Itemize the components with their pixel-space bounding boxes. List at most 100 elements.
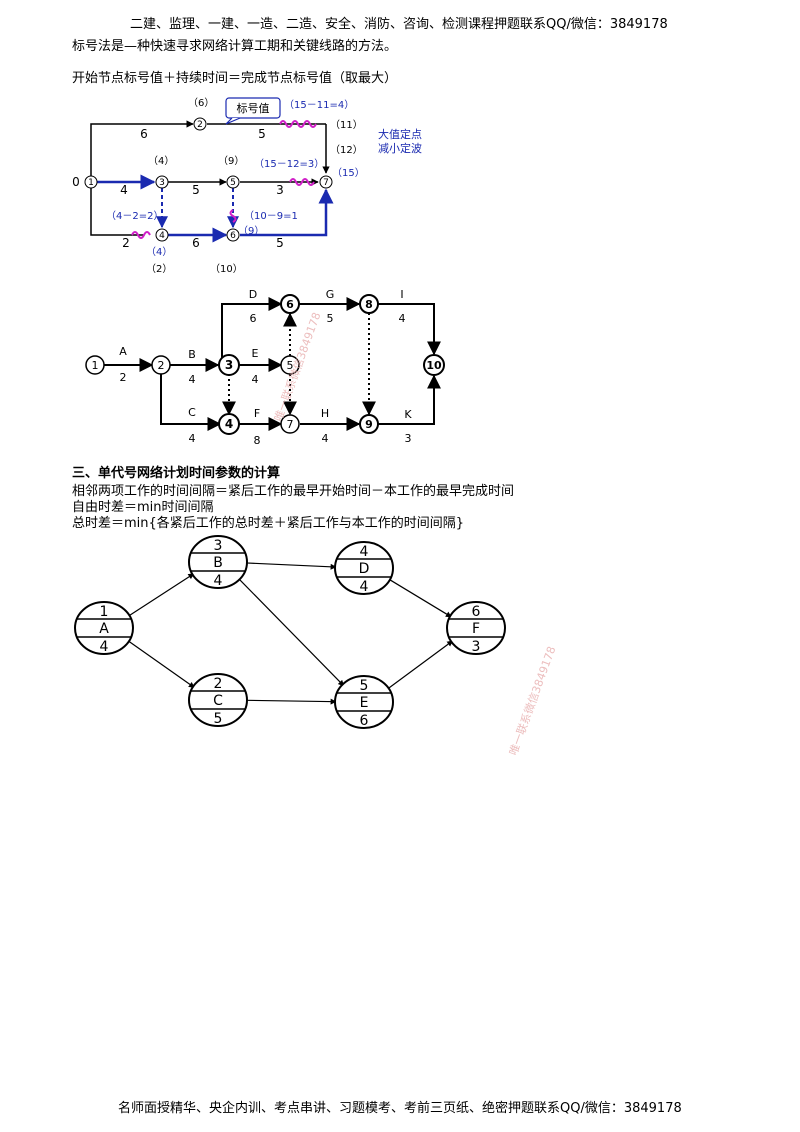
d2-act-a: A bbox=[119, 345, 127, 358]
page-header: 二建、监理、一建、一造、二造、安全、消防、咨询、检测课程押题联系QQ/微信：38… bbox=[130, 17, 668, 32]
double-code-network-diagram: 1 2 3 4 5 6 7 8 9 10 A 2 B 4 C 4 D 6 E 4… bbox=[85, 288, 445, 447]
d2-act-h: H bbox=[321, 407, 329, 420]
d1-label-n4a: （4） bbox=[146, 246, 172, 258]
d1-dur-67: 5 bbox=[276, 236, 284, 250]
d1-note-1: 大值定点 bbox=[378, 127, 422, 141]
d1-label-n6b: （9） bbox=[238, 225, 264, 237]
d1-dur-13: 4 bbox=[120, 183, 128, 197]
d2-dur-f: 8 bbox=[254, 434, 261, 447]
d1-label-n2: （6） bbox=[188, 97, 214, 109]
d1-calc-27: （15－11=4） bbox=[284, 99, 354, 111]
d2-act-d: D bbox=[249, 288, 257, 301]
d2-dur-i: 4 bbox=[399, 312, 406, 325]
d1-dur-14: 2 bbox=[122, 236, 130, 250]
d1-start-value: 0 bbox=[72, 175, 80, 189]
d1-calc-34: （4－2=2） bbox=[106, 210, 163, 222]
d2-node-10: 10 bbox=[426, 359, 442, 372]
d3-node-id: 4 bbox=[360, 544, 369, 560]
d3-node: 6F 3 bbox=[446, 601, 506, 655]
page-footer: 名师面授精华、央企内训、考点串讲、习题模考、考前三页纸、绝密押题联系QQ/微信：… bbox=[118, 1101, 682, 1116]
d1-label-11: （11） bbox=[330, 119, 363, 131]
d3-edge bbox=[127, 640, 195, 688]
d1-dur-27: 5 bbox=[258, 127, 266, 141]
d3-edge bbox=[237, 577, 345, 687]
section3-line2: 自由时差＝min时间间隔 bbox=[72, 500, 214, 515]
d1-label-n5: （9） bbox=[218, 155, 244, 167]
d2-node-4: 4 bbox=[225, 417, 233, 431]
d2-dur-c: 4 bbox=[189, 432, 196, 445]
d1-calc-56: （10－9=1 bbox=[244, 210, 298, 222]
d3-node: 1A 4 bbox=[74, 601, 134, 655]
d3-node-name: A bbox=[99, 621, 109, 637]
d1-label-12: （12） bbox=[330, 144, 363, 156]
d3-node-duration: 4 bbox=[214, 573, 223, 589]
d3-edge bbox=[127, 573, 195, 617]
d2-act-i: I bbox=[400, 288, 403, 301]
d2-dur-a: 2 bbox=[120, 371, 127, 384]
d1-note-2: 减小定波 bbox=[378, 141, 422, 155]
d3-node-name: C bbox=[213, 693, 223, 709]
d1-label-n4b: （2） bbox=[146, 263, 172, 275]
d3-node-name: B bbox=[213, 555, 223, 571]
d3-edge bbox=[245, 562, 337, 570]
d1-dur-12: 6 bbox=[140, 127, 148, 141]
d2-act-b: B bbox=[188, 348, 196, 361]
d1-node-1: 1 bbox=[88, 178, 94, 188]
d3-edge bbox=[387, 640, 454, 690]
d2-dur-d: 6 bbox=[250, 312, 257, 325]
section3-line1: 相邻两项工作的时间间隔＝紧后工作的最早开始时间－本工作的最早完成时间 bbox=[72, 484, 515, 499]
d1-dur-57: 3 bbox=[276, 183, 284, 197]
d1-node-7: 7 bbox=[323, 178, 329, 188]
d3-node-duration: 4 bbox=[100, 639, 109, 655]
d3-node-id: 1 bbox=[100, 604, 109, 620]
d3-node-duration: 3 bbox=[472, 639, 481, 655]
labeling-method-diagram: 1 2 3 4 5 6 7 0 6 4 2 5 5 3 6 5 （6） （4） … bbox=[72, 97, 422, 275]
d2-node-9: 9 bbox=[365, 418, 373, 431]
intro-text: 标号法是—种快速寻求网络计算工期和关键线路的方法。 bbox=[72, 39, 398, 54]
d3-node-id: 6 bbox=[472, 604, 481, 620]
d1-node-6: 6 bbox=[230, 231, 236, 241]
d1-node-5: 5 bbox=[230, 178, 236, 188]
d3-node: 4D4 bbox=[334, 541, 394, 595]
d1-dur-46: 6 bbox=[192, 236, 200, 250]
section3-line3: 总时差＝min{各紧后工作的总时差＋紧后工作与本工作的时间间隔} bbox=[72, 516, 465, 531]
d3-edge bbox=[388, 578, 452, 618]
d2-node-1: 1 bbox=[92, 359, 99, 372]
d1-node-4: 4 bbox=[159, 231, 165, 241]
d2-act-f: F bbox=[254, 407, 260, 420]
d3-node-duration: 6 bbox=[360, 713, 369, 729]
d2-act-c: C bbox=[188, 406, 196, 419]
d3-node-name: D bbox=[359, 561, 370, 577]
d2-node-7: 7 bbox=[287, 418, 294, 431]
d2-dur-k: 3 bbox=[405, 432, 412, 445]
d1-node-3: 3 bbox=[159, 178, 165, 188]
d2-act-g: G bbox=[326, 288, 335, 301]
d1-label-n7: （15） bbox=[332, 167, 365, 179]
d2-node-2: 2 bbox=[158, 359, 165, 372]
d3-node-id: 5 bbox=[360, 678, 369, 694]
d2-act-e: E bbox=[252, 347, 259, 360]
d3-node: 3B4 bbox=[188, 535, 248, 589]
d3-node-duration: 5 bbox=[214, 711, 223, 727]
d1-callout: 标号值 bbox=[237, 101, 270, 115]
d2-dur-h: 4 bbox=[322, 432, 329, 445]
d1-calc-57: （15－12=3） bbox=[254, 158, 324, 170]
d2-node-5: 5 bbox=[287, 359, 294, 372]
d2-node-6: 6 bbox=[286, 298, 294, 311]
d3-node-name: F bbox=[472, 621, 480, 637]
d3-node: 2C 5 bbox=[188, 673, 248, 727]
d1-label-n6: （10） bbox=[210, 263, 243, 275]
d1-label-n3: （4） bbox=[148, 155, 174, 167]
d1-node-2: 2 bbox=[197, 120, 203, 130]
d3-node: 5E 6 bbox=[334, 675, 394, 729]
d3-node-id: 2 bbox=[214, 676, 223, 692]
callout-box bbox=[225, 97, 281, 119]
rule-text: 开始节点标号值＋持续时间＝完成节点标号值（取最大） bbox=[72, 71, 398, 86]
d2-dur-b: 4 bbox=[189, 373, 196, 386]
d2-node-3: 3 bbox=[225, 358, 233, 372]
d2-act-k: K bbox=[404, 408, 412, 421]
d3-node-duration: 4 bbox=[360, 579, 369, 595]
d3-node-name: E bbox=[360, 695, 369, 711]
d2-dur-e: 4 bbox=[252, 373, 259, 386]
